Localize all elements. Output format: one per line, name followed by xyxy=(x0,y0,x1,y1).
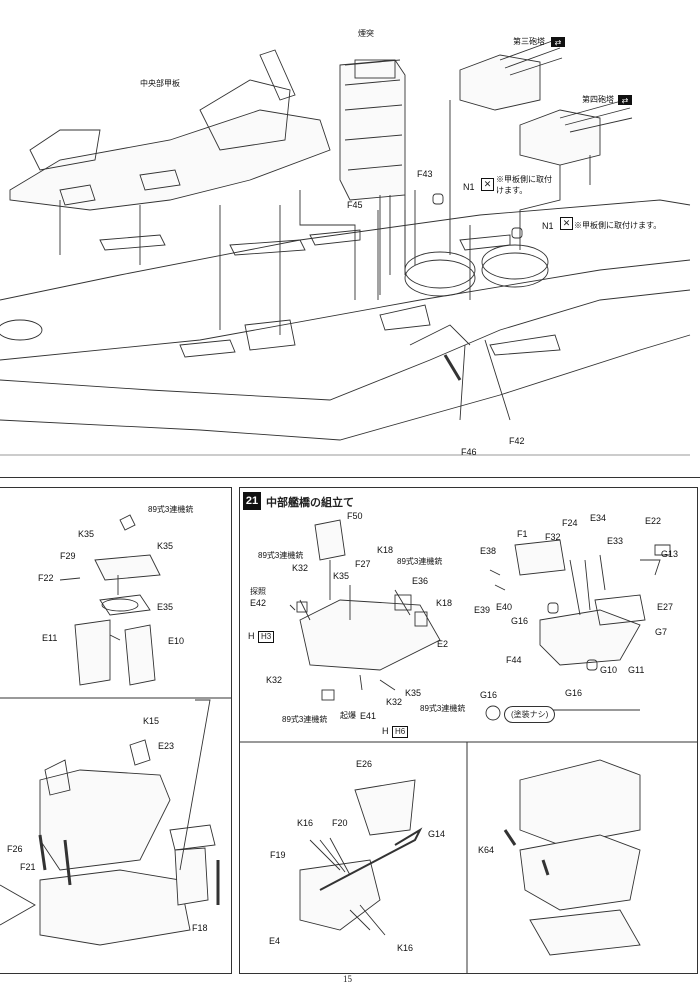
part-f22: F22 xyxy=(38,573,54,583)
part-k35: K35 xyxy=(157,541,174,551)
part-e36: E36 xyxy=(412,576,429,586)
part-k35: K35 xyxy=(78,529,95,539)
part-e22: E22 xyxy=(645,516,662,526)
label-chuubu-kanpan: 中央部甲板 xyxy=(140,79,180,88)
part-g14: G14 xyxy=(428,829,446,839)
boxed-h6: H6 xyxy=(392,726,409,738)
top-panel-frame xyxy=(0,0,700,478)
part-e2: E2 xyxy=(437,639,449,649)
label-turret4: 第四砲塔 xyxy=(582,95,614,104)
callout-note: (塗装ナシ) xyxy=(504,706,556,723)
part-g16: G16 xyxy=(511,616,529,626)
part-f21: F21 xyxy=(20,862,36,872)
part-e27: E27 xyxy=(657,602,674,612)
part-k16: K16 xyxy=(397,943,414,953)
part-k35: K35 xyxy=(405,688,422,698)
part-f50: F50 xyxy=(347,511,363,521)
page-number: 15 xyxy=(343,974,352,984)
label-aa-gun: 89式3連機銃 xyxy=(148,505,194,514)
label-tanshou: 探照 xyxy=(250,587,266,596)
part-k64: K64 xyxy=(478,845,495,855)
step-title: 中部艦橋の組立て xyxy=(266,497,354,509)
part-k18: K18 xyxy=(377,545,394,555)
step-number: 21 xyxy=(243,492,261,510)
part-g16: G16 xyxy=(565,688,583,698)
label-aa-gun: 89式3連機銃 xyxy=(282,715,328,724)
part-e38: E38 xyxy=(480,546,497,556)
part-e10: E10 xyxy=(168,636,185,646)
part-f32: F32 xyxy=(545,532,561,542)
note-deck-side-1: ※甲板側に取付けます。 xyxy=(496,175,552,195)
label-aa-gun: 89式3連機銃 xyxy=(420,704,466,713)
part-e23: E23 xyxy=(158,741,175,751)
part-f24: F24 xyxy=(562,518,578,528)
part-g7: G7 xyxy=(655,627,668,637)
part-k18: K18 xyxy=(436,598,453,608)
left-panel-frame xyxy=(0,487,232,974)
part-k32: K32 xyxy=(292,563,309,573)
note-deck-side-2: ※甲板側に取付けます。 xyxy=(574,221,662,230)
part-e39: E39 xyxy=(474,605,491,615)
part-e26: E26 xyxy=(356,759,373,769)
part-h: H xyxy=(382,726,389,736)
part-n1: N1 xyxy=(542,221,554,231)
part-f43: F43 xyxy=(417,169,433,179)
part-e42: E42 xyxy=(250,598,267,608)
part-k32: K32 xyxy=(266,675,283,685)
label-turret3: 第三砲塔 xyxy=(513,37,545,46)
label-aa-gun: 89式3連機銃 xyxy=(258,551,304,560)
part-g11: G11 xyxy=(628,665,645,675)
part-f20: F20 xyxy=(332,818,348,828)
rotate-icon: ⇄ xyxy=(618,95,632,105)
label-kijuu: 起爆 xyxy=(340,711,356,720)
part-g10: G10 xyxy=(600,665,618,675)
boxed-h3: H3 xyxy=(258,631,275,643)
part-f29: F29 xyxy=(60,551,76,561)
part-k16: K16 xyxy=(297,818,314,828)
part-e41: E41 xyxy=(360,711,377,721)
part-e4: E4 xyxy=(269,936,281,946)
part-h: H xyxy=(248,631,255,641)
part-k35: K35 xyxy=(333,571,350,581)
part-f42: F42 xyxy=(509,436,525,446)
part-e11: E11 xyxy=(42,633,58,643)
part-k15: K15 xyxy=(143,716,160,726)
part-f44: F44 xyxy=(506,655,522,665)
rotate-icon: ⇄ xyxy=(551,37,565,47)
part-f46: F46 xyxy=(461,447,477,457)
part-f26: F26 xyxy=(7,844,23,854)
part-f27: F27 xyxy=(355,559,371,569)
part-e35: E35 xyxy=(157,602,174,612)
label-aa-gun: 89式3連機銃 xyxy=(397,557,443,566)
part-e40: E40 xyxy=(496,602,513,612)
part-f1: F1 xyxy=(517,529,528,539)
label-entotsu: 煙突 xyxy=(358,29,374,38)
part-n1: N1 xyxy=(463,182,475,192)
cross-icon: ✕ xyxy=(560,217,573,230)
part-f18: F18 xyxy=(192,923,208,933)
callout-part: G16 xyxy=(480,690,498,700)
part-f19: F19 xyxy=(270,850,286,860)
part-f45: F45 xyxy=(347,200,363,210)
part-e33: E33 xyxy=(607,536,624,546)
step21-panel-frame xyxy=(239,487,698,974)
part-g13: G13 xyxy=(661,549,679,559)
part-k32: K32 xyxy=(386,697,403,707)
part-e34: E34 xyxy=(590,513,607,523)
cross-icon: ✕ xyxy=(481,178,494,191)
